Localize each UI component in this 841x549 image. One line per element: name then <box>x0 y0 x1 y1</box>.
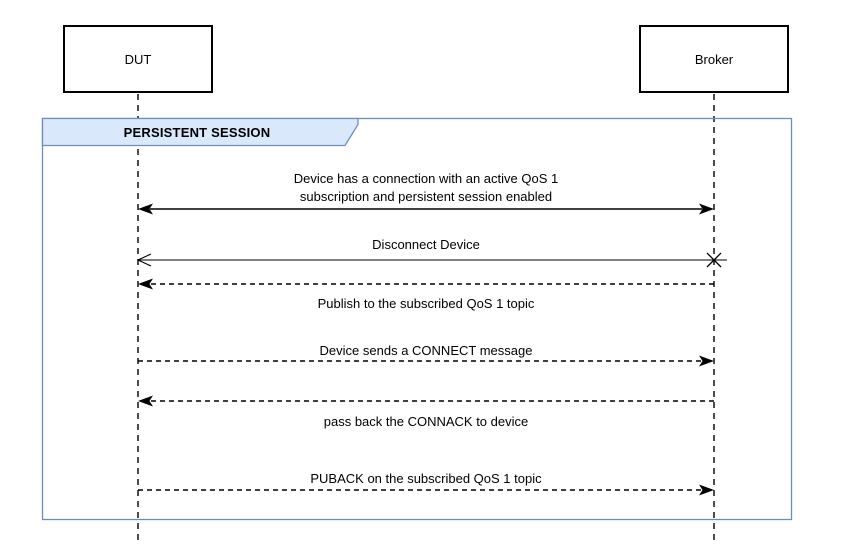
actor-label-broker: Broker <box>694 51 734 67</box>
message-label-line: Publish to the subscribed QoS 1 topic <box>317 296 535 311</box>
actor-box-dut: DUT <box>63 25 213 93</box>
message-arrow-connect <box>138 355 714 367</box>
actor-label-dut: DUT <box>124 51 152 67</box>
message-label-disconnect: Disconnect Device <box>138 236 714 254</box>
fragment-title: PERSISTENT SESSION <box>42 118 352 146</box>
arrowhead-left-icon <box>138 278 153 290</box>
message-label-line: PUBACK on the subscribed QoS 1 topic <box>310 471 542 486</box>
message-label-puback: PUBACK on the subscribed QoS 1 topic <box>138 470 714 488</box>
fragment-header-pentagon <box>41 117 359 147</box>
open-arrowhead-left-icon <box>136 253 152 267</box>
fragment-title-text: PERSISTENT SESSION <box>123 124 271 140</box>
arrowhead-right-icon <box>699 203 714 215</box>
arrowhead-left-icon <box>138 395 153 407</box>
message-label-connack: pass back the CONNACK to device <box>138 413 714 431</box>
arrowhead-right-icon <box>699 355 714 367</box>
x-cross-marker-icon <box>706 252 722 268</box>
message-label-publish: Publish to the subscribed QoS 1 topic <box>138 295 714 313</box>
message-arrow-disconnect <box>136 252 727 268</box>
message-arrow-connection-established <box>138 203 714 215</box>
message-label-connect: Device sends a CONNECT message <box>138 342 714 360</box>
message-arrow-puback <box>138 484 714 496</box>
arrowhead-left-icon <box>138 203 153 215</box>
arrowhead-right-icon <box>699 484 714 496</box>
message-label-line: Device sends a CONNECT message <box>319 343 533 358</box>
message-label-connection-established: Device has a connection with an active Q… <box>138 170 714 206</box>
message-label-line: subscription and persistent session enab… <box>299 189 553 204</box>
message-label-line: Disconnect Device <box>372 237 480 252</box>
message-arrow-publish <box>138 278 714 290</box>
message-arrow-connack <box>138 395 714 407</box>
message-label-line: pass back the CONNACK to device <box>323 414 529 429</box>
actor-box-broker: Broker <box>639 25 789 93</box>
message-label-line: Device has a connection with an active Q… <box>293 171 559 186</box>
fragment-frame-border <box>41 117 793 521</box>
